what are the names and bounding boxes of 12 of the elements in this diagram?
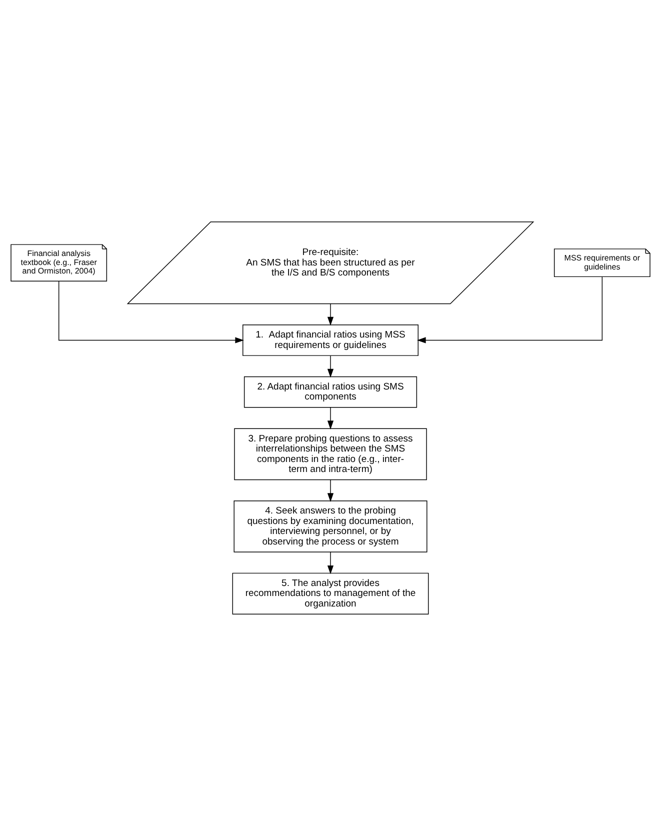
node-box: 5. The analyst provides recommendations to management of the organization <box>232 572 429 614</box>
arrow <box>327 354 334 378</box>
node-box: 3. Prepare probing questions to assess interrelationships between the SMS components in the ratio (e.g., inter-term and intra-term) <box>234 428 427 480</box>
node-box: 1. Adapt financial ratios using MSS requirements or guidelines <box>242 324 418 356</box>
arrow <box>417 276 603 343</box>
arrow <box>327 551 334 574</box>
arrow <box>327 406 334 429</box>
node-box: 2. Adapt financial ratios using SMS components <box>244 376 418 408</box>
node-box: 4. Seek answers to the probing questions by examining documentation, interviewing personnel, or by observing the process or system <box>234 500 428 552</box>
arrow <box>327 302 334 326</box>
arrow <box>58 280 244 343</box>
arrow <box>327 478 334 502</box>
